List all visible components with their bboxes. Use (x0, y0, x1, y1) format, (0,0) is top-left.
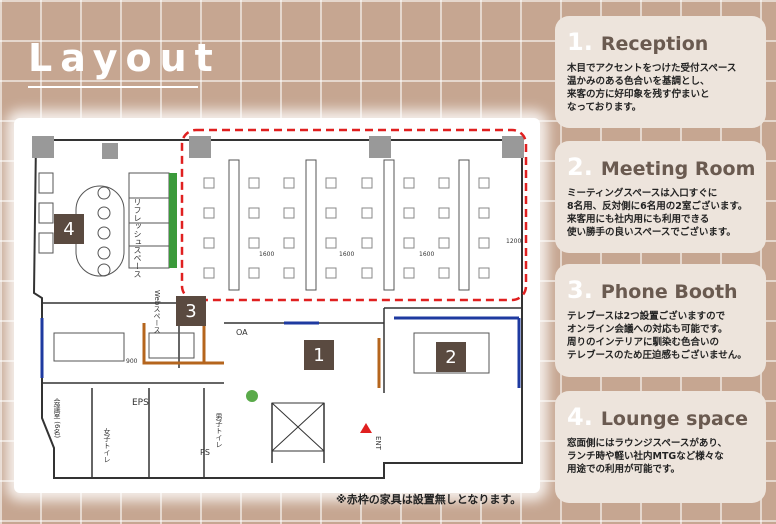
card-number: 1. (567, 28, 593, 56)
label-meeting-left: 会議室 (6名) (53, 398, 61, 439)
badge-reception: 1 (304, 340, 334, 370)
card-body: ミーティングスペースは入口すぐに 8名用、反対側に6名用の2室ございます。 来客… (567, 188, 748, 238)
label-ps: PS (200, 448, 210, 457)
card-number: 4. (567, 403, 593, 431)
card-title: Reception (600, 33, 709, 55)
card-body: テレブースは2つ設置ございますので オンライン会議への対応も可能です。 周りのイ… (567, 311, 747, 361)
card-number: 3. (567, 276, 593, 304)
card-title: Meeting Room (600, 158, 756, 180)
label-eps: EPS (132, 398, 149, 408)
label-ent: ENT (374, 436, 382, 450)
dim-label: 1600 (419, 251, 435, 258)
badge-phone-booth: 3 (176, 296, 206, 326)
card-title: Phone Booth (600, 281, 738, 303)
card-reception: 1. Reception 木目でアクセントをつけた受付スペース 温かみのある色合… (555, 16, 766, 128)
dim-label: 1600 (339, 251, 355, 258)
card-title: Lounge space (600, 408, 749, 430)
label-web: Webスペース (153, 290, 161, 334)
label-toilet-m: 男子トイレ (215, 413, 223, 448)
dim-label: 1600 (259, 251, 275, 258)
dim-label: 1200 (506, 238, 522, 245)
badge-meeting-room: 2 (436, 342, 466, 372)
dim-label: 900 (126, 358, 138, 365)
title-underline (28, 86, 198, 88)
card-body: 木目でアクセントをつけた受付スペース 温かみのある色合いを基調とし、 来客の方に… (567, 63, 737, 113)
badge-lounge: 4 (54, 214, 84, 244)
card-number: 2. (567, 153, 593, 181)
card-body: 窓面側にはラウンジスペースがあり、 ランチ時や軽い社内MTGなど様々な 用途での… (567, 438, 727, 475)
label-toilet-w: 女子トイレ (103, 428, 111, 463)
card-lounge-space: 4. Lounge space 窓面側にはラウンジスペースがあり、 ランチ時や軽… (555, 391, 766, 503)
floor-plan: リフレッシュスペース Webスペース 会議室 (6名) OA EPS PS 男子… (14, 118, 540, 493)
label-refresh: リフレッシュスペース (133, 198, 142, 278)
furniture-note: ※赤枠の家具は設置無しとなります。 (336, 493, 522, 506)
label-oa: OA (236, 328, 248, 337)
floor-plan-drawing (32, 128, 528, 479)
card-phone-booth: 3. Phone Booth テレブースは2つ設置ございますので オンライン会議… (555, 264, 766, 377)
card-meeting-room: 2. Meeting Room ミーティングスペースは入口すぐに 8名用、反対側… (555, 141, 766, 253)
page-title: Layout (28, 36, 221, 80)
